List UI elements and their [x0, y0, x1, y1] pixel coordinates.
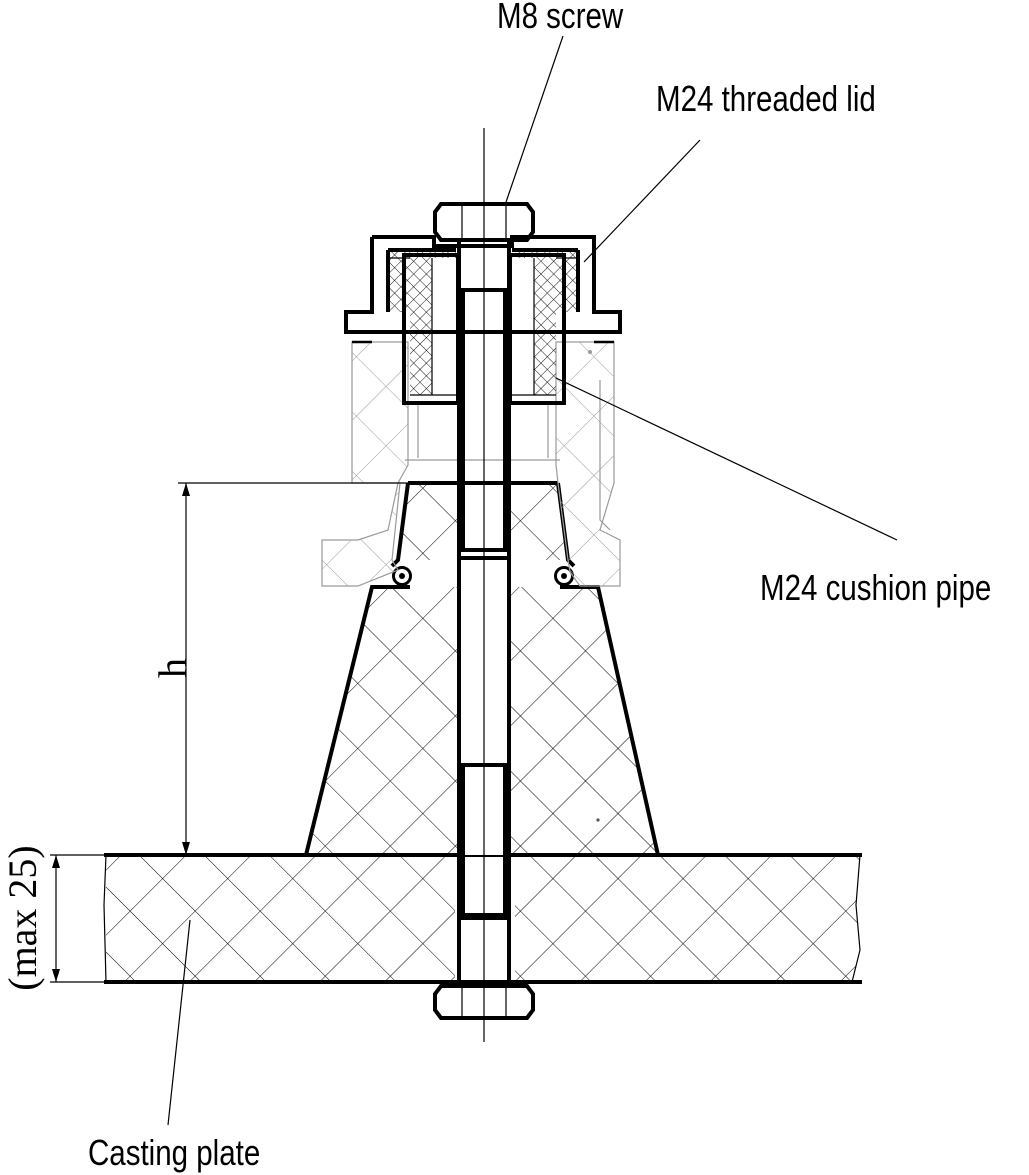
dimension-h-label: h: [150, 658, 195, 678]
m8-screw-label: M8 screw: [497, 0, 623, 36]
dimension-plate-thickness: (max 25): [0, 845, 104, 991]
upper-cone: [390, 480, 576, 568]
outer-sleeve-ghost: [321, 341, 621, 822]
m24-cushion-pipe: [402, 253, 566, 405]
m24-threaded-lid-label: M24 threaded lid: [656, 78, 876, 118]
dimension-plate-thickness-label: (max 25): [0, 845, 45, 991]
o-ring-left: [392, 566, 412, 586]
conical-base: [304, 585, 660, 856]
casting-plate-label: Casting plate: [88, 1132, 260, 1172]
m24-cushion-pipe-label: M24 cushion pipe: [760, 567, 991, 607]
leader-lines: [167, 35, 898, 1126]
dimension-h: h: [150, 482, 410, 855]
